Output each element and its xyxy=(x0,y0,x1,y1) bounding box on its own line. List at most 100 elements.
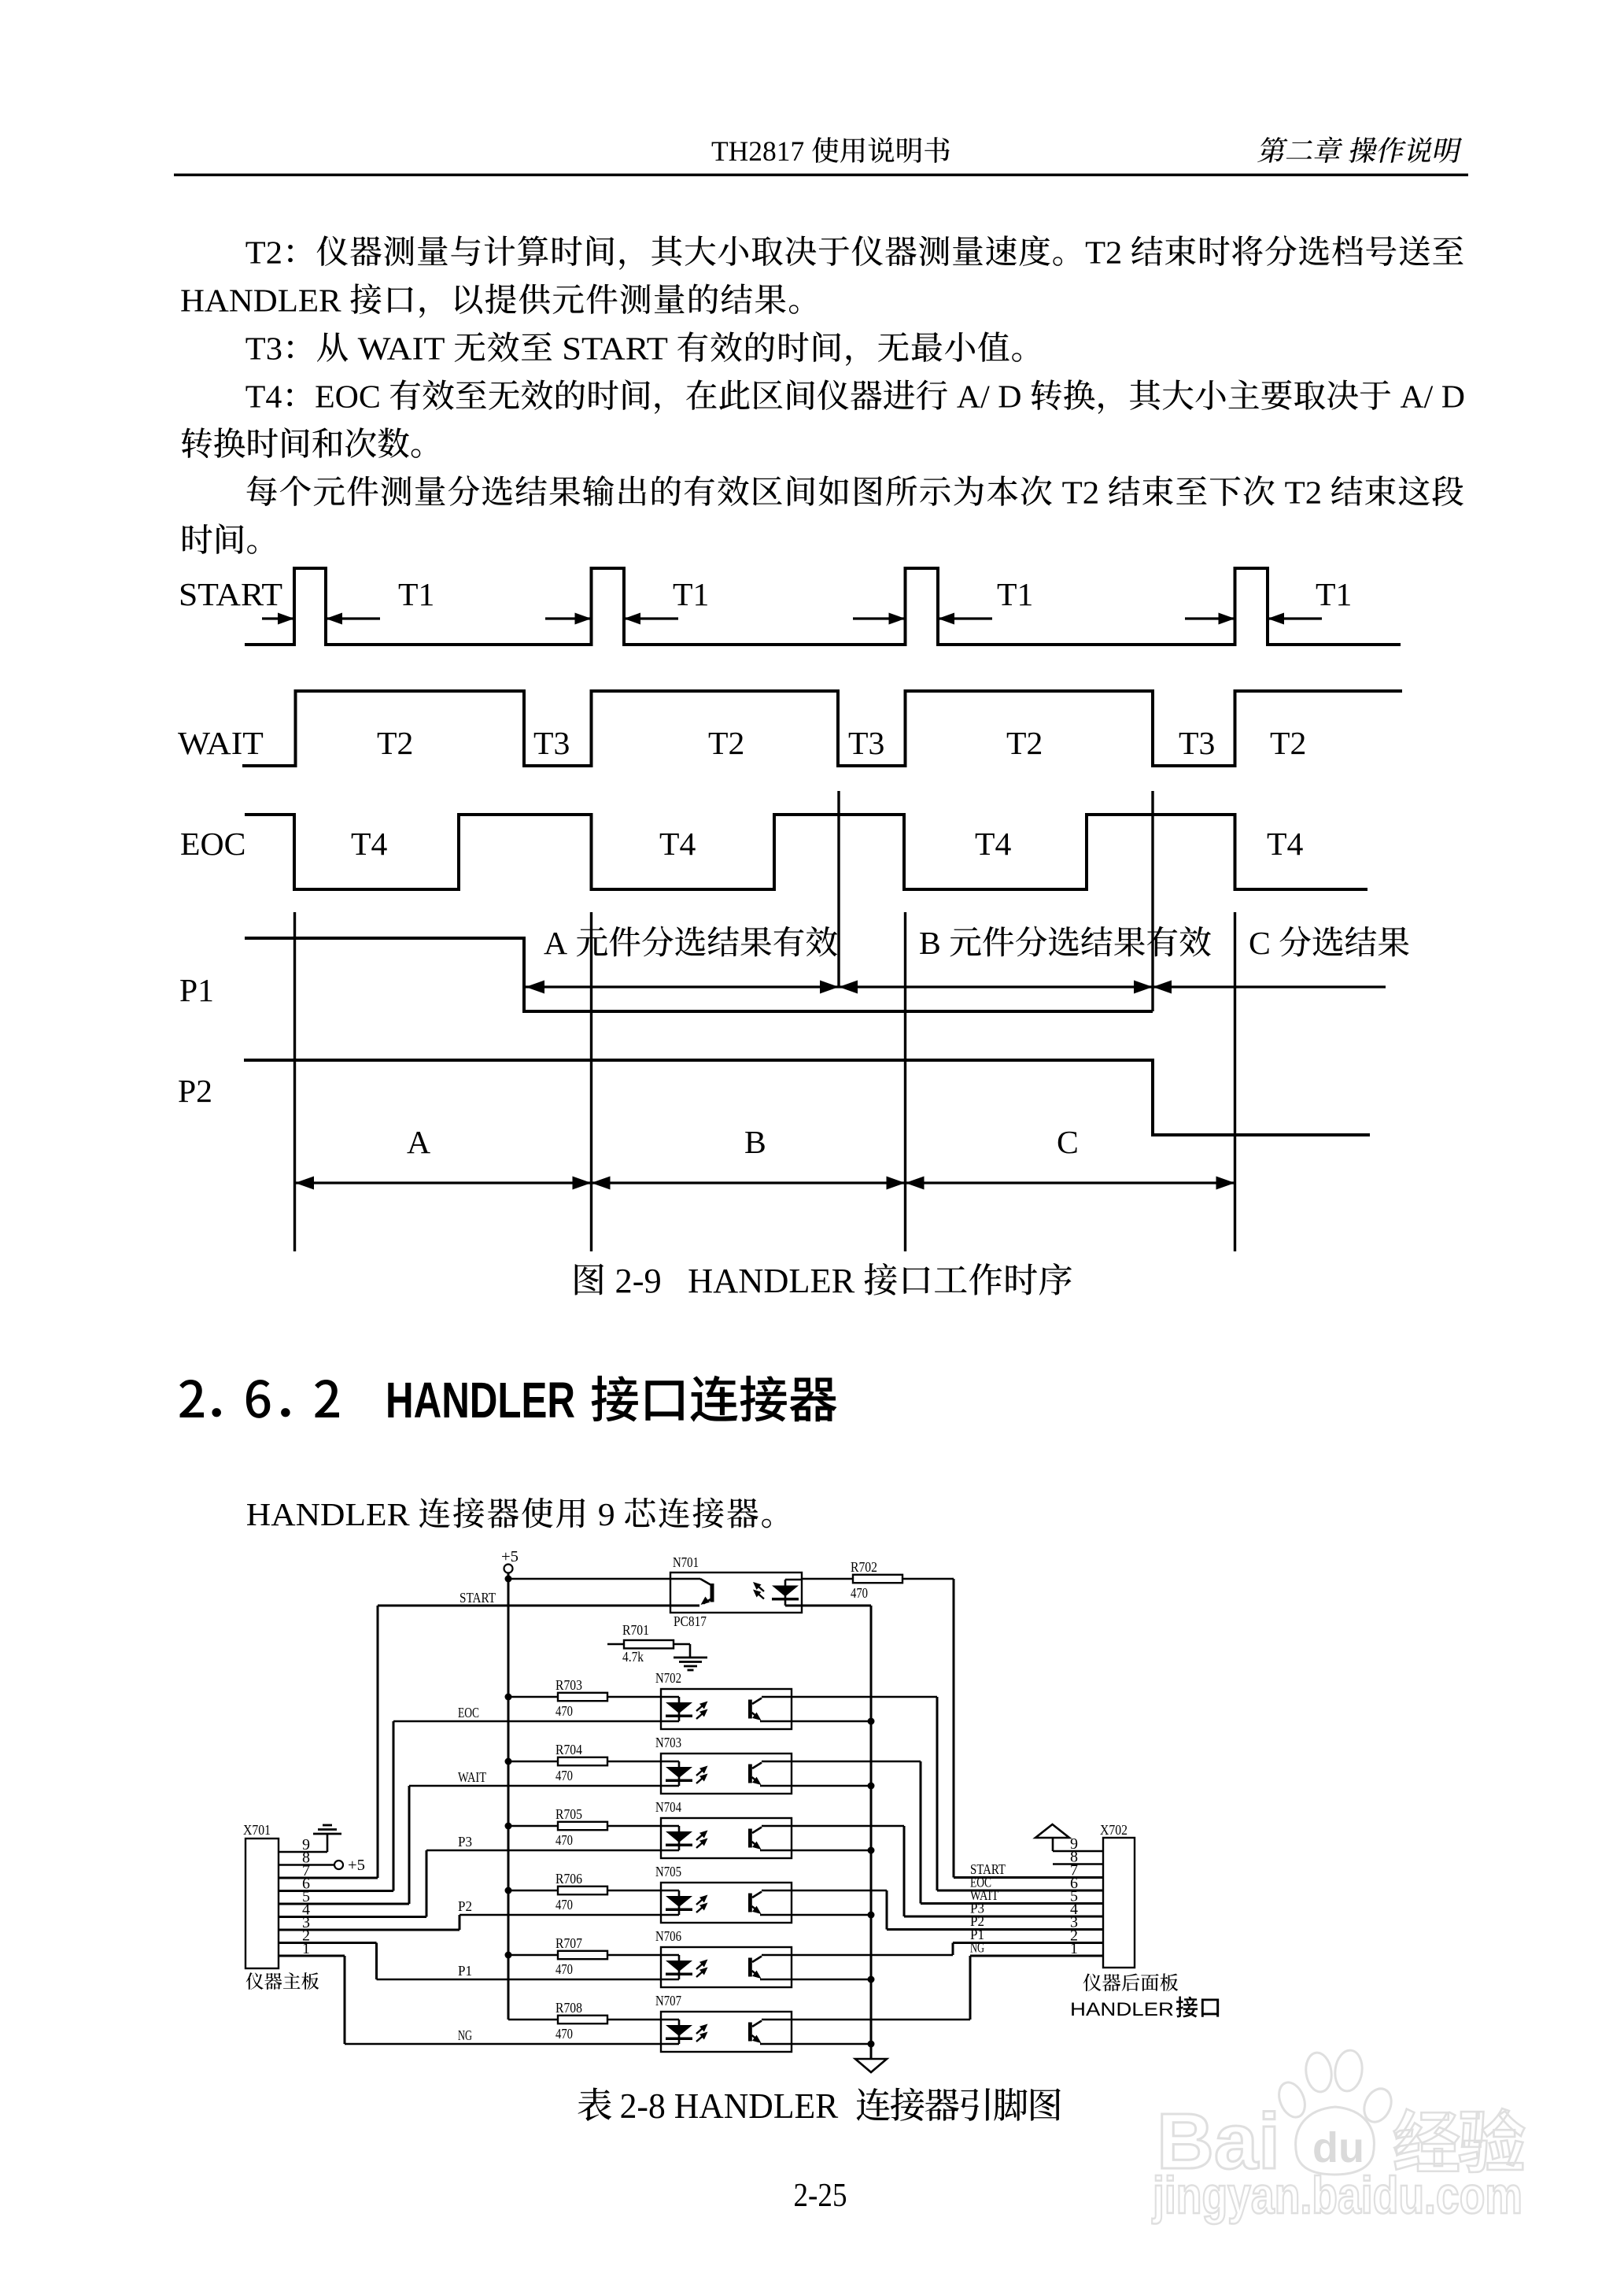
svg-text:8: 8 xyxy=(1070,1849,1078,1866)
svg-text:T2: T2 xyxy=(708,726,744,762)
svg-text:6: 6 xyxy=(1070,1875,1078,1892)
svg-text:T4: T4 xyxy=(1267,826,1303,863)
svg-text:1: 1 xyxy=(302,1940,310,1957)
svg-text:NG: NG xyxy=(458,2027,472,2043)
svg-text:du: du xyxy=(1312,2124,1364,2171)
svg-text:START: START xyxy=(970,1861,1006,1877)
svg-text:HANDLER: HANDLER xyxy=(674,2086,839,2126)
svg-text:470: 470 xyxy=(555,1703,573,1719)
svg-text:HANDLER: HANDLER xyxy=(386,1372,575,1428)
svg-text:C: C xyxy=(1249,926,1271,962)
svg-text:X702: X702 xyxy=(1100,1822,1128,1838)
svg-text:WAIT: WAIT xyxy=(458,1769,486,1785)
svg-text:5: 5 xyxy=(302,1888,310,1905)
svg-text:N706: N706 xyxy=(655,1928,681,1944)
svg-text:T3: T3 xyxy=(245,331,282,368)
svg-text:2: 2 xyxy=(302,1927,310,1945)
svg-text:HANDLER: HANDLER xyxy=(180,283,341,320)
svg-text:2-25: 2-25 xyxy=(794,2178,847,2214)
svg-text:T1: T1 xyxy=(398,577,434,613)
svg-text:+5: +5 xyxy=(348,1857,365,1874)
svg-text:P2: P2 xyxy=(178,1074,212,1110)
svg-text:P3: P3 xyxy=(970,1901,984,1916)
svg-text:8: 8 xyxy=(302,1850,310,1867)
svg-text:N704: N704 xyxy=(655,1799,681,1815)
svg-text:470: 470 xyxy=(555,2026,573,2042)
svg-text:T3: T3 xyxy=(848,726,884,762)
svg-text:D: D xyxy=(998,379,1021,416)
svg-text:jingyan.baidu.com: jingyan.baidu.com xyxy=(1151,2166,1522,2224)
svg-text:START: START xyxy=(179,577,282,613)
svg-text:4: 4 xyxy=(302,1901,310,1919)
svg-text:P2: P2 xyxy=(458,1898,472,1914)
svg-text:N707: N707 xyxy=(655,1993,681,2009)
svg-text:P1: P1 xyxy=(970,1927,984,1942)
svg-text:P1: P1 xyxy=(179,973,214,1009)
svg-text:R708: R708 xyxy=(555,2000,582,2016)
svg-text:4.7k: 4.7k xyxy=(622,1649,644,1665)
svg-text:470: 470 xyxy=(555,1961,573,1977)
svg-text:NG: NG xyxy=(970,1940,984,1956)
svg-text:4: 4 xyxy=(1070,1901,1078,1918)
svg-text:EOC: EOC xyxy=(458,1705,479,1720)
svg-text:T4: T4 xyxy=(975,826,1011,863)
svg-text:WAIT: WAIT xyxy=(970,1887,998,1903)
svg-text:3: 3 xyxy=(302,1914,310,1931)
svg-text:T2: T2 xyxy=(377,726,413,762)
svg-text:N701: N701 xyxy=(673,1554,699,1570)
svg-text:TH2817: TH2817 xyxy=(711,135,804,167)
svg-text:P2: P2 xyxy=(970,1913,984,1929)
svg-text:START: START xyxy=(562,331,668,368)
svg-text:T3: T3 xyxy=(1179,726,1215,762)
svg-text:EOC: EOC xyxy=(180,826,245,863)
svg-text:HANDLER: HANDLER xyxy=(1070,1999,1174,2020)
svg-text:EOC: EOC xyxy=(970,1875,991,1890)
svg-text:9: 9 xyxy=(302,1836,310,1853)
svg-text:R701: R701 xyxy=(622,1622,649,1638)
svg-text:B: B xyxy=(744,1125,766,1161)
svg-text:1: 1 xyxy=(1070,1940,1078,1957)
svg-text:Bai: Bai xyxy=(1157,2097,1280,2186)
svg-text:470: 470 xyxy=(851,1585,868,1601)
svg-text:N703: N703 xyxy=(655,1735,681,1750)
svg-text:T1: T1 xyxy=(997,577,1033,613)
svg-text:EOC: EOC xyxy=(315,379,381,416)
svg-text:START: START xyxy=(460,1590,496,1606)
svg-text:T4: T4 xyxy=(245,379,282,416)
svg-text:R704: R704 xyxy=(555,1742,582,1757)
svg-text:N702: N702 xyxy=(655,1670,681,1686)
svg-text:A: A xyxy=(407,1125,430,1161)
svg-text:470: 470 xyxy=(555,1768,573,1783)
svg-text:5: 5 xyxy=(1070,1888,1078,1905)
svg-text:9: 9 xyxy=(598,1497,615,1533)
svg-text:470: 470 xyxy=(555,1897,573,1913)
svg-text:T4: T4 xyxy=(351,826,387,863)
svg-text:6: 6 xyxy=(302,1876,310,1893)
svg-text:T1: T1 xyxy=(1316,577,1352,613)
svg-text:C: C xyxy=(1057,1125,1079,1161)
svg-text:T2: T2 xyxy=(1285,475,1323,512)
svg-text:WAIT: WAIT xyxy=(178,726,264,762)
svg-text:2-8: 2-8 xyxy=(620,2086,666,2126)
svg-text:T2: T2 xyxy=(1085,235,1122,272)
svg-text:D: D xyxy=(1441,379,1465,416)
svg-text:7: 7 xyxy=(1070,1862,1078,1879)
svg-text:470: 470 xyxy=(555,1832,573,1848)
svg-text:X701: X701 xyxy=(243,1822,271,1838)
svg-text:B: B xyxy=(919,926,941,962)
svg-text:P3: P3 xyxy=(458,1834,472,1850)
svg-text:A/: A/ xyxy=(957,379,990,416)
svg-text:T2: T2 xyxy=(1062,475,1100,512)
svg-text:3: 3 xyxy=(1070,1914,1078,1931)
svg-text:R707: R707 xyxy=(555,1935,582,1951)
svg-text:T3: T3 xyxy=(533,726,570,762)
svg-text:A: A xyxy=(544,926,567,962)
svg-text:T2: T2 xyxy=(1006,726,1043,762)
svg-text:P1: P1 xyxy=(458,1963,472,1979)
svg-text:PC817: PC817 xyxy=(674,1613,707,1629)
svg-text:7: 7 xyxy=(302,1862,310,1879)
svg-text:R706: R706 xyxy=(555,1871,582,1887)
svg-text:T4: T4 xyxy=(659,826,696,863)
svg-text:R703: R703 xyxy=(555,1677,582,1693)
svg-text:HANDLER: HANDLER xyxy=(246,1497,410,1533)
